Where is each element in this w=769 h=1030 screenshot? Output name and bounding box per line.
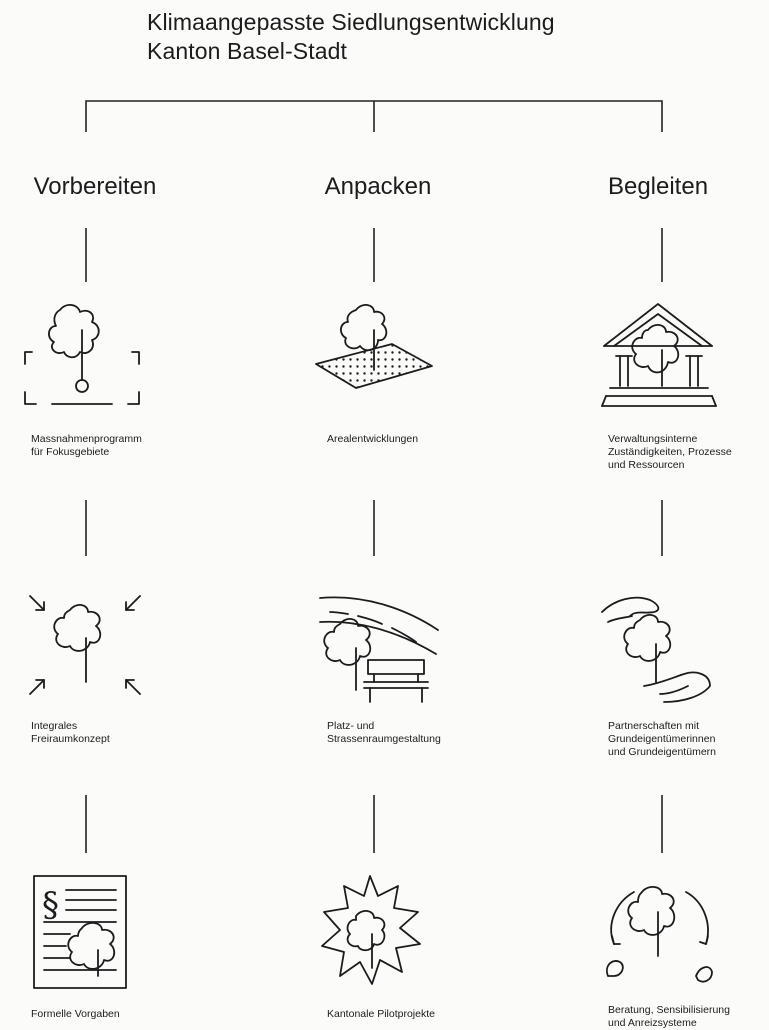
label-verwaltungsinterne: Verwaltungsinterne Zuständigkeiten, Proz… (608, 433, 732, 471)
label-freiraumkonzept: Integrales Freiraumkonzept (31, 720, 110, 745)
label-beratung: Beratung, Sensibilisierung und Anreizsys… (608, 1004, 730, 1029)
label-partnerschaften: Partnerschaften mit Grundeigentümerinnen… (608, 720, 716, 758)
column-heading-vorbereiten: Vorbereiten (33, 173, 157, 200)
svg-text:§: § (42, 885, 59, 925)
tree-bench-street-icon (316, 590, 440, 710)
label-platz-strassenraum: Platz- und Strassenraumgestaltung (327, 720, 441, 745)
tree-with-inward-arrows-icon (26, 590, 144, 702)
title-line-1: Klimaangepasste Siedlungsentwicklung (147, 9, 555, 35)
label-kantonale-pilotprojekte: Kantonale Pilotprojekte (327, 1008, 435, 1020)
title-line-2: Kanton Basel-Stadt (147, 38, 347, 64)
label-arealentwicklungen: Arealentwicklungen (327, 433, 419, 445)
label-formelle-vorgaben: Formelle Vorgaben (31, 1008, 120, 1020)
column-heading-begleiten: Begleiten (607, 173, 709, 200)
legal-document-paragraph-icon: § (32, 872, 132, 992)
tree-in-government-building-icon (600, 300, 718, 414)
tree-in-focus-frame-icon (22, 300, 142, 412)
diagram-title: Klimaangepasste Siedlungsentwicklung Kan… (147, 8, 555, 66)
tree-between-hands-icon (600, 590, 720, 710)
label-massnahmenprogramm: Massnahmenprogramm für Fokusgebiete (31, 433, 142, 458)
column-heading-anpacken: Anpacken (324, 173, 432, 200)
tree-on-dotted-plot-icon (312, 300, 436, 400)
tree-starburst-icon (320, 872, 430, 992)
tree-with-cycle-arrows-icon (600, 872, 720, 992)
